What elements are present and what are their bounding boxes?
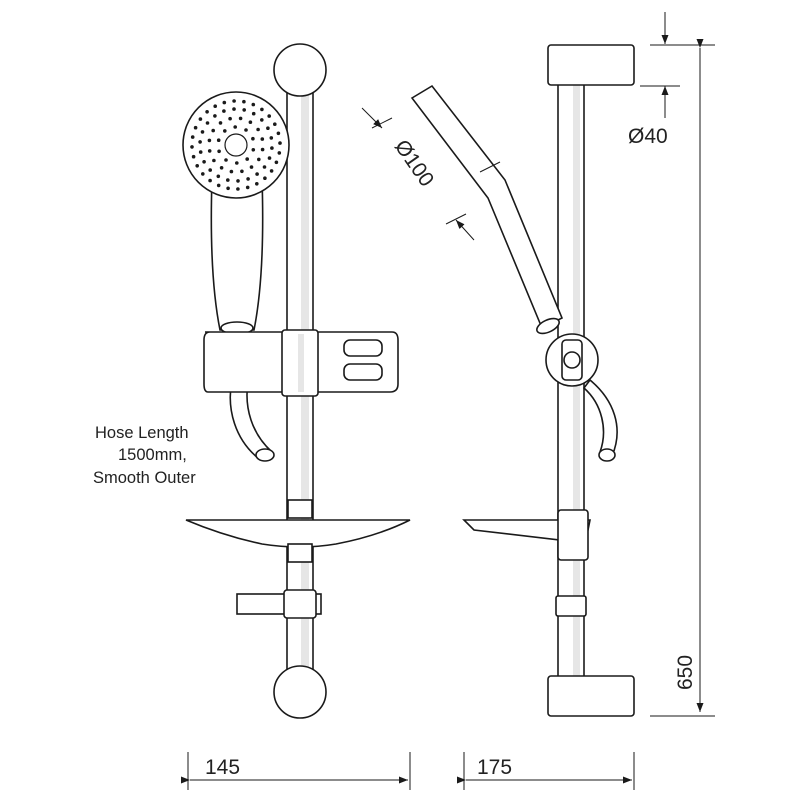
- nozzle-dot: [219, 166, 224, 170]
- dim-rail-height: 650: [674, 655, 697, 690]
- nozzle-dot: [267, 114, 272, 118]
- nozzle-dot: [198, 117, 203, 121]
- dim-side-width: 175: [477, 756, 512, 779]
- nozzle-dot: [238, 116, 243, 121]
- nozzle-dot: [224, 158, 228, 162]
- nozzle-dot: [260, 107, 264, 112]
- nozzle-dot: [198, 140, 202, 144]
- nozzle-dot: [256, 127, 260, 132]
- nozzle-dot: [213, 114, 217, 118]
- nozzle-dot: [245, 157, 249, 161]
- nozzle-dot: [232, 99, 236, 103]
- nozzle-dot: [255, 172, 259, 176]
- nozzle-dot: [222, 100, 227, 105]
- front-soap-dish: [185, 519, 411, 548]
- nozzle-dot: [249, 165, 254, 169]
- nozzle-dot: [216, 183, 221, 188]
- side-view: [410, 44, 635, 717]
- nozzle-dot: [242, 99, 246, 104]
- nozzle-dot: [233, 125, 237, 129]
- nozzle-dot: [260, 118, 264, 122]
- nozzle-dot: [242, 108, 246, 112]
- nozzle-dot: [213, 104, 217, 108]
- nozzle-dot: [222, 109, 226, 113]
- nozzle-dot: [208, 168, 212, 172]
- hose-note-line1: Hose Length: [95, 424, 189, 442]
- nozzle-dot: [273, 122, 277, 126]
- nozzle-dot: [216, 174, 221, 179]
- nozzle-dot: [267, 156, 272, 160]
- nozzle-dot: [260, 147, 265, 152]
- nozzle-dot: [205, 121, 210, 125]
- nozzle-dot: [201, 172, 205, 176]
- nozzle-dot: [269, 136, 274, 140]
- nozzle-dot: [223, 129, 227, 133]
- nozzle-dot: [207, 149, 212, 153]
- nozzle-dot: [228, 116, 232, 121]
- nozzle-dot: [254, 182, 259, 186]
- nozzle-dot: [251, 111, 256, 116]
- nozzle-dot: [191, 154, 196, 159]
- nozzle-dot: [245, 185, 250, 190]
- nozzle-dot: [251, 136, 255, 141]
- nozzle-dot: [251, 102, 256, 107]
- nozzle-dot: [190, 135, 195, 139]
- nozzle-dot: [198, 150, 203, 154]
- nozzle-dot: [263, 176, 267, 180]
- dimension-lines: [181, 12, 715, 790]
- nozzle-dot: [235, 161, 239, 165]
- dim-head-diameter: Ø100: [390, 136, 438, 191]
- nozzle-dot: [211, 128, 215, 133]
- nozzle-dot: [208, 178, 212, 183]
- side-hose: [582, 378, 618, 457]
- nozzle-dot: [251, 148, 256, 152]
- nozzle-dot: [266, 126, 270, 130]
- nozzle-dot: [202, 160, 206, 164]
- dim-front-width: 145: [205, 756, 240, 779]
- nozzle-dot: [226, 186, 230, 191]
- nozzle-dot: [276, 131, 281, 136]
- nozzle-dot: [257, 157, 261, 162]
- nozzle-dot: [226, 178, 230, 182]
- nozzle-dot: [217, 149, 221, 154]
- nozzle-dot: [274, 160, 279, 165]
- nozzle-dot: [200, 130, 205, 134]
- nozzle-dot: [229, 169, 234, 174]
- nozzle-dot: [246, 177, 250, 181]
- nozzle-dot: [277, 151, 282, 155]
- nozzle-dot: [232, 107, 236, 111]
- side-handset: [410, 84, 564, 330]
- front-shower-head: [182, 91, 290, 199]
- nozzle-dot: [193, 125, 198, 130]
- nozzle-dot: [207, 138, 212, 143]
- front-shower-nozzles: [224, 133, 248, 157]
- nozzle-dot: [212, 158, 216, 163]
- nozzle-dot: [248, 120, 253, 124]
- nozzle-dot: [205, 110, 209, 114]
- front-rail-top-cap: [273, 43, 327, 97]
- nozzle-dot: [218, 121, 223, 125]
- nozzle-dot: [195, 164, 199, 168]
- hose-note-line3: Smooth Outer: [93, 469, 196, 487]
- side-top-bracket: [547, 44, 635, 86]
- nozzle-dot: [262, 165, 267, 169]
- side-bottom-bracket: [547, 675, 635, 717]
- nozzle-dot: [260, 137, 265, 141]
- front-view: [182, 43, 411, 719]
- nozzle-dot: [269, 169, 274, 173]
- front-shower-handle: [210, 177, 264, 331]
- nozzle-dot: [236, 187, 240, 191]
- nozzle-dot: [236, 179, 240, 183]
- nozzle-dot: [190, 145, 194, 149]
- nozzle-dot: [244, 128, 248, 132]
- front-rail-bottom-cap: [273, 665, 327, 719]
- nozzle-dot: [270, 146, 274, 150]
- dim-rail-diameter: Ø40: [628, 125, 668, 148]
- nozzle-dot: [240, 169, 244, 174]
- nozzle-dot: [278, 141, 282, 145]
- hose-note-line2: 1500mm,: [118, 446, 187, 464]
- nozzle-dot: [216, 138, 221, 142]
